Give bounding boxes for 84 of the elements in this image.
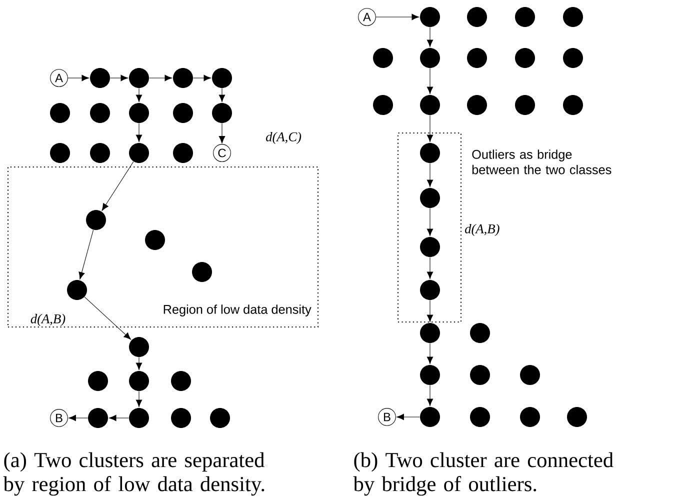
arrow	[218, 88, 226, 102]
data-point	[373, 95, 393, 115]
data-point	[210, 408, 230, 428]
arrow	[426, 300, 434, 322]
arrow	[218, 123, 226, 144]
data-point	[470, 365, 490, 385]
arrow	[136, 391, 142, 407]
data-point	[420, 323, 440, 343]
data-point	[515, 48, 535, 68]
data-point	[145, 230, 165, 250]
arrow	[109, 414, 129, 422]
distance-label: d(A,B)	[465, 224, 500, 236]
data-point	[90, 103, 110, 123]
data-point	[86, 210, 106, 230]
distance-label: d(A,B)	[30, 314, 66, 326]
arrow	[102, 161, 134, 211]
data-point	[50, 103, 70, 123]
data-point	[467, 48, 487, 68]
data-point	[129, 337, 149, 357]
arrow	[78, 230, 94, 280]
data-point	[88, 408, 108, 428]
data-point	[420, 143, 440, 163]
data-point	[563, 7, 583, 27]
data-point	[129, 371, 149, 391]
data-point	[212, 68, 232, 88]
data-point	[129, 143, 149, 163]
arrow	[426, 68, 434, 94]
data-point	[467, 95, 487, 115]
data-point	[420, 237, 440, 257]
arrow	[396, 414, 420, 420]
arrow	[68, 414, 88, 422]
data-point	[563, 95, 583, 115]
data-point	[67, 280, 87, 300]
arrow	[426, 343, 434, 364]
data-point	[90, 143, 110, 163]
data-point	[50, 143, 70, 163]
data-point	[515, 95, 535, 115]
arrow	[136, 357, 142, 370]
arrow	[426, 384, 434, 406]
data-point	[420, 48, 440, 68]
data-point	[90, 68, 110, 88]
data-point	[192, 262, 212, 282]
data-point	[212, 103, 232, 123]
data-point	[420, 407, 440, 427]
data-point	[420, 280, 440, 300]
data-point	[420, 7, 440, 27]
subfigure-caption: (a) Two clusters are separated by region of low data density.	[3, 452, 265, 496]
data-point	[373, 48, 393, 68]
data-point	[129, 103, 149, 123]
data-point	[563, 48, 583, 68]
data-point	[520, 407, 540, 427]
data-point	[171, 408, 191, 428]
data-point	[129, 408, 149, 428]
arrow	[136, 123, 142, 142]
data-point	[173, 103, 193, 123]
data-point	[420, 188, 440, 208]
data-point	[515, 7, 535, 27]
subfigure-caption: (b) Two cluster are connected by bridge of outliers.	[353, 452, 614, 496]
arrow	[84, 296, 131, 340]
arrow	[426, 208, 434, 236]
arrow	[68, 74, 90, 82]
data-point	[470, 407, 490, 427]
data-point	[420, 95, 440, 115]
distance-label: d(A,C)	[266, 132, 302, 144]
data-point	[173, 143, 193, 163]
arrow	[110, 74, 128, 82]
node-label: Outliers as bridge between the two classes	[472, 150, 612, 174]
data-point	[173, 68, 193, 88]
data-point	[470, 323, 490, 343]
arrow	[426, 163, 434, 187]
arrow	[376, 14, 419, 20]
arrow	[426, 27, 434, 47]
data-point	[129, 68, 149, 88]
data-point	[88, 371, 108, 391]
data-point	[467, 7, 487, 27]
arrow	[426, 257, 434, 279]
data-point	[567, 407, 587, 427]
data-point	[520, 365, 540, 385]
data-point	[420, 365, 440, 385]
arrow	[136, 88, 142, 102]
arrow	[149, 74, 172, 82]
arrow	[193, 74, 211, 82]
data-point	[171, 371, 191, 391]
arrow	[426, 115, 434, 142]
